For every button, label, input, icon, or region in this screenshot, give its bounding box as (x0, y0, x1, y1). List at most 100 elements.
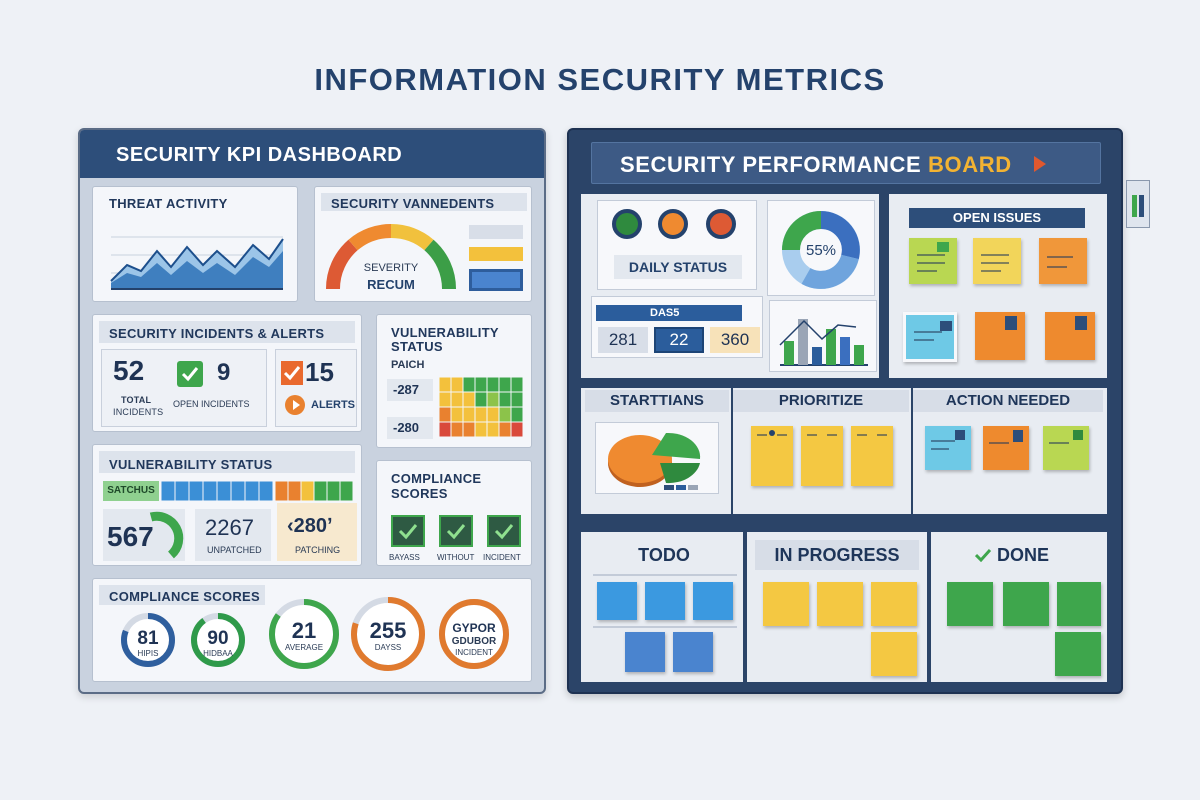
total-incidents-value: 52 (113, 355, 145, 386)
compliance-ring-label: AVERAGE (285, 643, 323, 652)
open-incidents-label: OPEN INCIDENTS (173, 399, 250, 409)
threat-activity-chart (110, 236, 284, 290)
days-card[interactable]: DAS5 281 22 360 (591, 296, 763, 358)
progress-card-2[interactable] (817, 582, 863, 626)
days-value-2: 22 (654, 327, 704, 353)
daily-status-label: DAILY STATUS (614, 255, 742, 279)
kanban-todo-title: TODO (638, 545, 690, 565)
compliance-ring-value: 81 (137, 628, 159, 649)
security-performance-board: SECURITY PERFORMANCE BOARD DAILY STATUS … (567, 128, 1123, 694)
compliance-small-title-2: SCORES (391, 486, 448, 501)
compliance-check-icon-1 (391, 515, 425, 547)
bar-mini-chart-card[interactable] (769, 300, 877, 372)
open-issues-title: OPEN ISSUES (909, 208, 1085, 228)
compliance-ring-label: HIDBAA (203, 649, 233, 658)
compliance-small-title-1: COMPLIANCE (391, 471, 482, 486)
compliance-ring-value: 21 (292, 618, 316, 643)
lane-head-1: STARTTIANS (585, 390, 729, 412)
bar-mini-chart (779, 319, 868, 366)
action-note-1[interactable] (925, 426, 971, 470)
days-value-1: 281 (598, 327, 648, 353)
compliance-ring-arc (121, 613, 175, 667)
severity-bar-gray (469, 225, 523, 239)
vuln-large-title: VULNERABILITY STATUS (109, 457, 273, 472)
vuln-row-2: -280 (387, 417, 433, 439)
left-board-title: SECURITY KPI DASHBOARD (116, 144, 403, 166)
incidents-card[interactable]: SECURITY INCIDENTS & ALERTS 52 TOTAL INC… (92, 314, 362, 432)
vuln-small-sub: PAICH (391, 359, 425, 371)
lane-head-3: ACTION NEEDED (913, 390, 1103, 412)
right-board-header: SECURITY PERFORMANCE BOARD (591, 142, 1101, 184)
kanban-in-progress-title: IN PROGRESS (755, 540, 919, 570)
vuln-right-value: ‹280ʼ (287, 515, 333, 537)
compliance-check-icon-2 (439, 515, 473, 547)
progress-card-3[interactable] (871, 582, 917, 626)
done-card-3[interactable] (1057, 582, 1101, 626)
threat-activity-card[interactable]: THREAT ACTIVITY (92, 186, 298, 302)
severity-bar-blue (469, 269, 523, 291)
action-note-2[interactable] (983, 426, 1029, 470)
progress-card-1[interactable] (763, 582, 809, 626)
todo-card-2[interactable] (645, 582, 685, 620)
total-label-2: INCIDENTS (113, 407, 164, 417)
done-card-4[interactable] (1055, 632, 1101, 676)
vuln-small-title-2: STATUS (391, 339, 443, 354)
security-kpi-dashboard: SECURITY KPI DASHBOARD THREAT ACTIVITY S… (78, 128, 546, 694)
vuln-chip: SATCHUS (103, 481, 159, 501)
done-check-icon (974, 548, 992, 563)
check-icon (177, 361, 203, 387)
arrow-right-icon (1034, 156, 1046, 172)
priority-note-2[interactable] (801, 426, 843, 486)
open-incidents-value: 9 (217, 359, 231, 386)
severity-gauge: SEVERITY RECUM (325, 223, 457, 292)
board-side-tab[interactable] (1126, 180, 1150, 228)
severity-card[interactable]: SECURITY VANNEDENTS SEVERITY RECUM (314, 186, 532, 302)
pie-chart (608, 432, 701, 490)
pie-chart-card[interactable] (595, 422, 719, 494)
vuln-row-1: -287 (387, 379, 433, 401)
issue-note-5[interactable] (975, 312, 1025, 360)
compliance-check-icon-3 (487, 515, 521, 547)
vulnerability-status-card[interactable]: VULNERABILITY STATUS SATCHUS 567 2267 UN… (92, 444, 362, 566)
gauge-label-2: RECUM (367, 277, 415, 292)
todo-card-3[interactable] (693, 582, 733, 620)
status-light-green (612, 209, 642, 239)
compliance-small-card[interactable]: COMPLIANCE SCORES BAYASS WITHOUT INCIDEN… (376, 460, 532, 566)
todo-card-5[interactable] (673, 632, 713, 672)
todo-card-1[interactable] (597, 582, 637, 620)
done-card-1[interactable] (947, 582, 993, 626)
compliance-ring-label: DAYSS (375, 643, 402, 652)
donut-chart: 55% (782, 211, 860, 289)
vuln-progress-strip (161, 481, 353, 501)
kanban-done-title: DONE (997, 545, 1050, 565)
todo-card-4[interactable] (625, 632, 665, 672)
alerts-value: 15 (305, 357, 334, 387)
right-board-title: SECURITY PERFORMANCE (620, 152, 922, 177)
issue-note-3[interactable] (1039, 238, 1087, 284)
action-note-3[interactable] (1043, 426, 1089, 470)
play-icon (285, 395, 305, 415)
priority-note-3[interactable] (851, 426, 893, 486)
daily-status-card[interactable]: DAILY STATUS (597, 200, 757, 290)
issue-note-1[interactable] (909, 238, 957, 284)
incidents-title: SECURITY INCIDENTS & ALERTS (109, 326, 325, 341)
vulnerability-status-card-small[interactable]: VULNERABILITY STATUS PAICH -287 -280 (376, 314, 532, 448)
alerts-label: ALERTS (311, 399, 355, 411)
compliance-ring-arc (269, 599, 339, 669)
issue-note-6[interactable] (1045, 312, 1095, 360)
compliance-small-label-3: INCIDENT (483, 553, 521, 562)
flag-icon (281, 361, 303, 385)
days-label: DAS5 (596, 305, 742, 321)
issue-note-2[interactable] (973, 238, 1021, 284)
donut-card[interactable]: 55% (767, 200, 875, 296)
compliance-small-label-1: BAYASS (389, 553, 420, 562)
priority-note-1[interactable] (751, 426, 793, 486)
compliance-ring-arc (191, 613, 245, 667)
vuln-mid-label: UNPATCHED (207, 545, 262, 555)
done-card-2[interactable] (1003, 582, 1049, 626)
vuln-right-label: PATCHING (295, 545, 341, 555)
severity-bar-yellow (469, 247, 523, 261)
issue-note-4[interactable] (903, 312, 957, 362)
progress-card-4[interactable] (871, 632, 917, 676)
right-board-title-accent: BOARD (928, 152, 1012, 177)
